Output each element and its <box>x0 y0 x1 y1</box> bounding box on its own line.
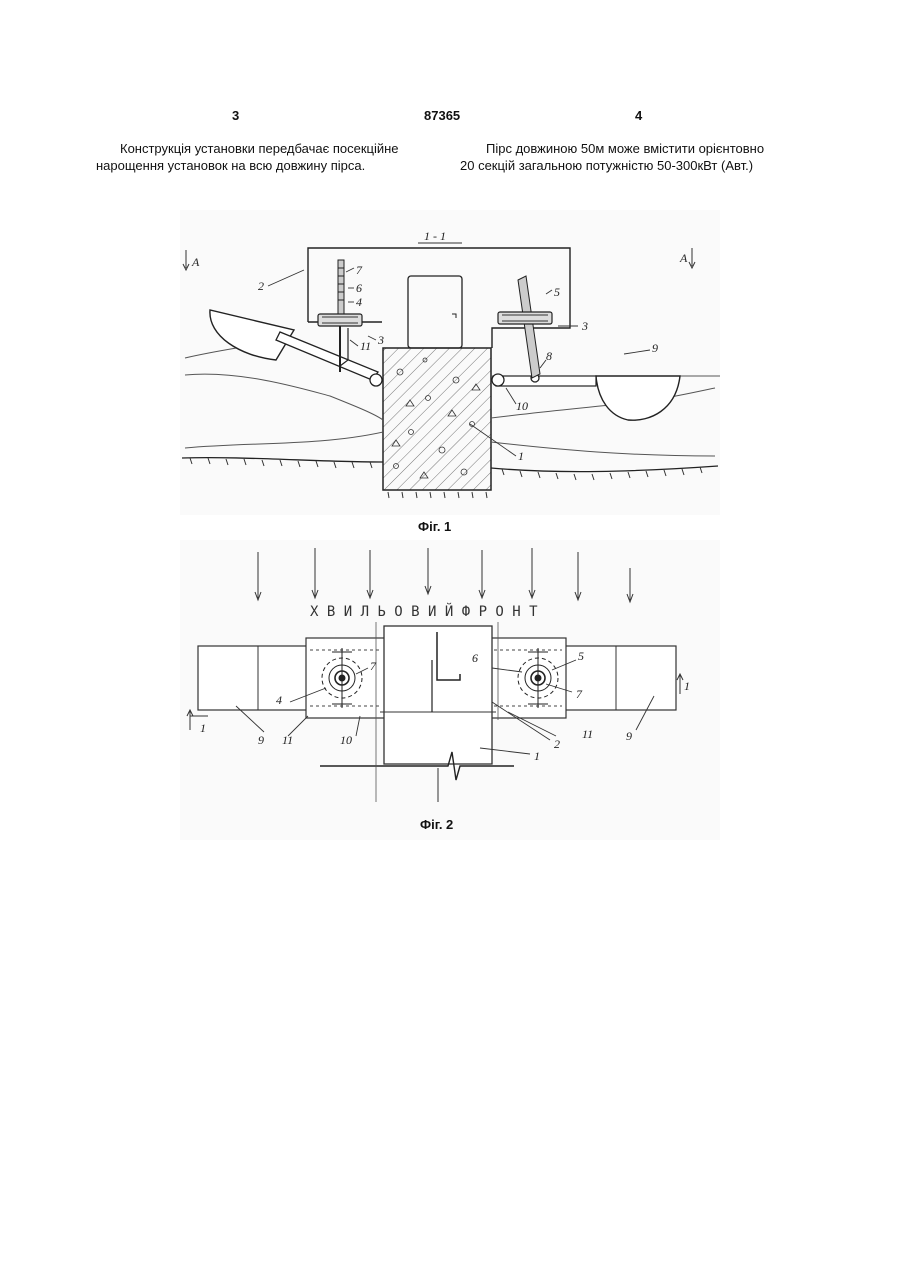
label-11: 11 <box>360 339 371 353</box>
figure-2-drawing: Х В И Л Ь О В И Й Ф Р О Н Т 1 <box>180 540 720 840</box>
left-column: Конструкція установки передбачає посекці… <box>96 140 426 174</box>
label-11-left: 11 <box>282 733 293 747</box>
label-6-plan: 6 <box>472 651 478 665</box>
left-paragraph-line1: Конструкція установки передбачає посекці… <box>96 140 426 157</box>
right-column: Пірс довжиною 50м може вмістити орієнтов… <box>460 140 810 174</box>
label-7-right: 7 <box>576 687 583 701</box>
right-paragraph-line2: 20 секцій загальною потужністю 50-300кВт… <box>460 157 810 174</box>
left-paragraph-line2: нарощення установок на всю довжину пірса… <box>96 157 426 174</box>
right-hinge <box>492 374 504 386</box>
label-9-left: 9 <box>258 733 264 747</box>
view-label-left: A <box>191 255 200 269</box>
page-number-left: 3 <box>232 108 239 123</box>
right-generator <box>498 312 552 324</box>
section-label-right: 1 <box>684 679 690 693</box>
label-1-plan: 1 <box>534 749 540 763</box>
label-4: 4 <box>356 295 362 309</box>
right-lever-arm <box>496 376 596 386</box>
left-generator <box>318 314 362 326</box>
label-1: 1 <box>518 449 524 463</box>
label-6: 6 <box>356 281 362 295</box>
right-paragraph-line1: Пірс довжиною 50м може вмістити орієнтов… <box>460 140 810 157</box>
label-10: 10 <box>516 399 528 413</box>
wave-front-label: Х В И Л Ь О В И Й Ф Р О Н Т <box>310 602 538 620</box>
section-label: 1 - 1 <box>424 229 446 243</box>
left-hinge <box>370 374 382 386</box>
page-number-right: 4 <box>635 108 642 123</box>
label-3-left: 3 <box>377 333 384 347</box>
figure-1-drawing: 1 - 1 A A <box>180 210 720 515</box>
label-9-right: 9 <box>626 729 632 743</box>
label-7: 7 <box>356 263 363 277</box>
label-2-plan: 2 <box>554 737 560 751</box>
figure-1-caption: Фіг. 1 <box>418 519 451 534</box>
label-9: 9 <box>652 341 658 355</box>
patent-number: 87365 <box>424 108 460 123</box>
label-4-plan: 4 <box>276 693 282 707</box>
label-3-right: 3 <box>581 319 588 333</box>
view-label-right: A <box>679 251 688 265</box>
left-float-plan <box>198 646 308 710</box>
label-7-left: 7 <box>370 659 377 673</box>
pier-plan <box>384 626 492 764</box>
label-11-right: 11 <box>582 727 593 741</box>
label-5-plan: 5 <box>578 649 584 663</box>
label-2: 2 <box>258 279 264 293</box>
figure-2-caption: Фіг. 2 <box>420 817 453 832</box>
section-label-left: 1 <box>200 721 206 735</box>
label-10-plan: 10 <box>340 733 352 747</box>
label-5: 5 <box>554 285 560 299</box>
label-8: 8 <box>546 349 552 363</box>
